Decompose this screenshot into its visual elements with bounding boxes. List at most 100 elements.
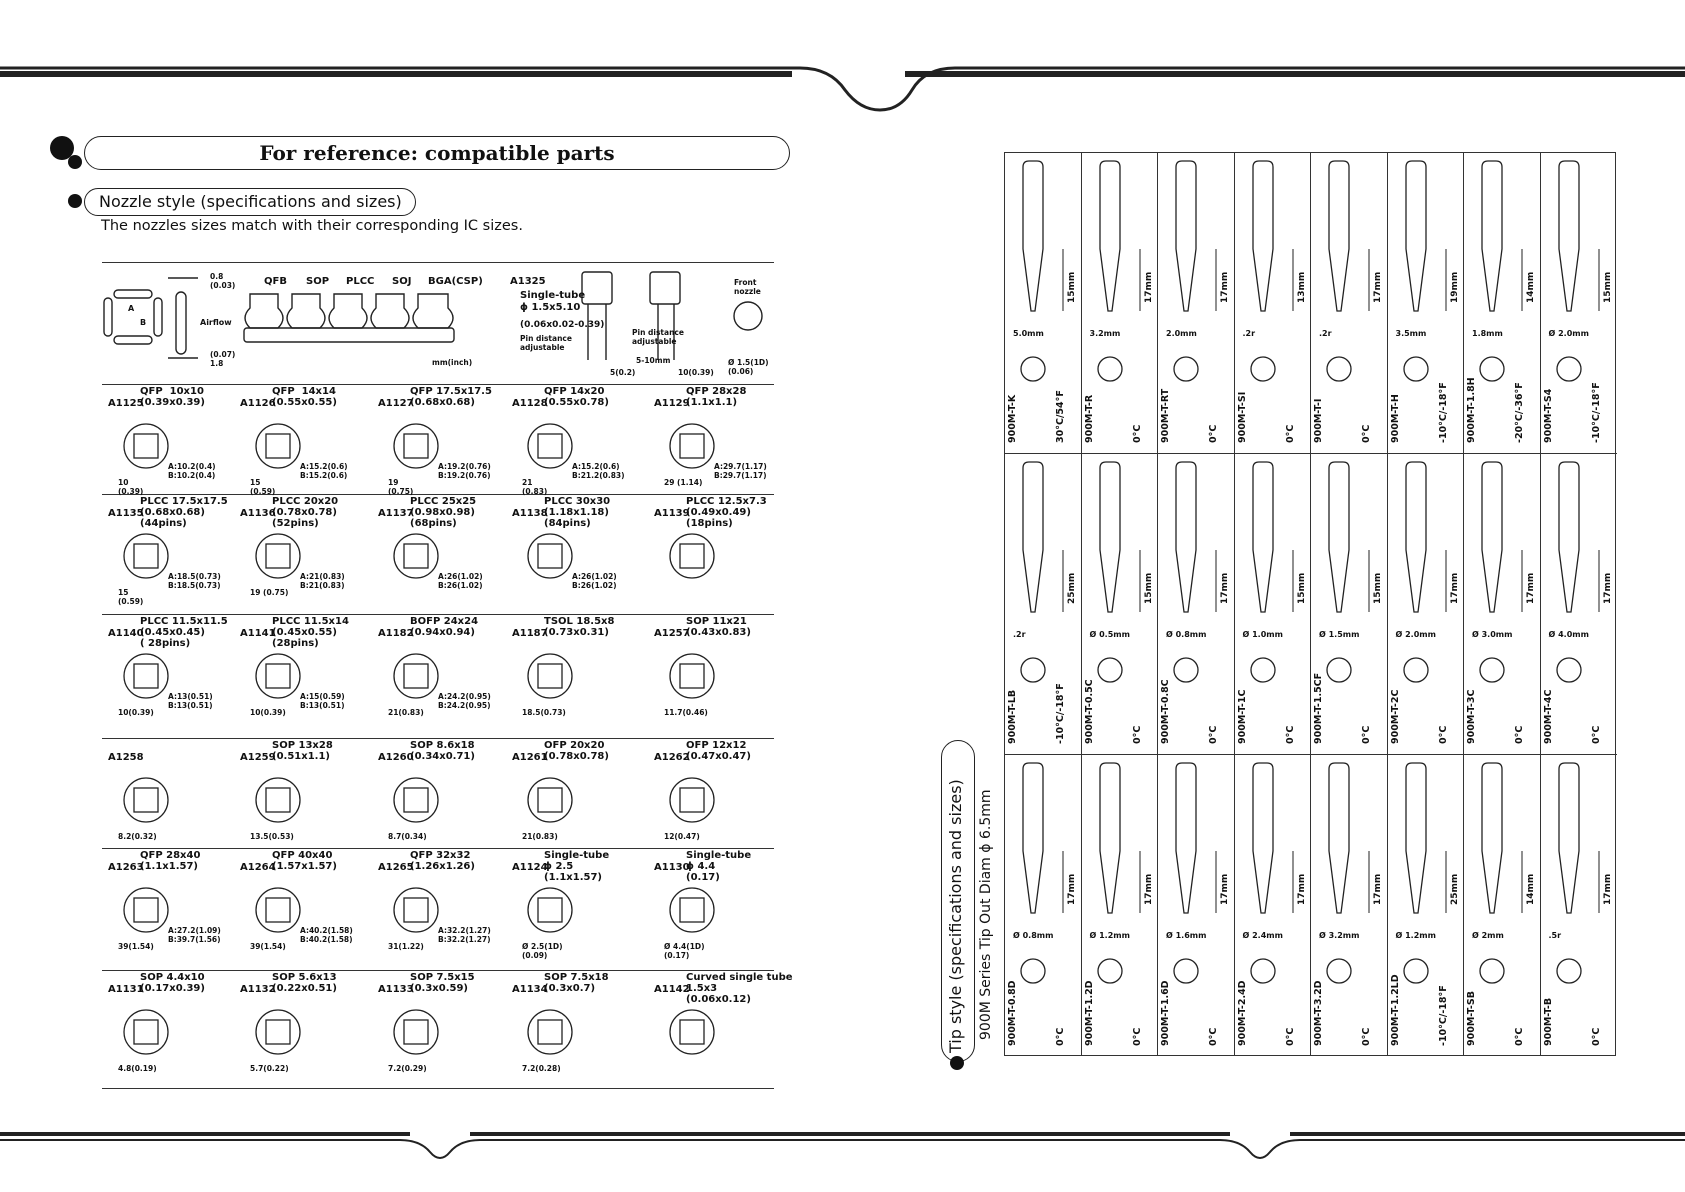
nozzle-spec: SOP 5.6x13 (0.22x0.51) [272,972,337,994]
nozzle-width: 39(1.54) [250,942,286,951]
nozzle-width: 12(0.47) [664,832,700,841]
nozzle-outline [669,887,715,933]
tip-diameter: 5.0mm [1013,329,1044,338]
nozzle-code: A1124 [512,862,548,873]
unit-label: mm(inch) [432,358,473,367]
nozzle-dims: A:40.2(1.58) B:40.2(1.58) [300,926,353,944]
tip-temperature: -20°C/-36°F [1514,382,1525,443]
nozzle-dims: A:10.2(0.4) B:10.2(0.4) [168,462,216,480]
nozzle-outline [255,653,301,699]
nozzle-outline [669,777,715,823]
nozzle-opening [265,433,291,459]
nozzle-outline [393,653,439,699]
tip-length: 14mm [1526,873,1536,905]
nozzle-opening [265,897,291,923]
nozzle-drawing [669,423,715,469]
front-nozzle: Front nozzle [734,278,761,296]
nozzle-outline [123,533,169,579]
tip-diameter: Ø 1.0mm [1242,630,1283,639]
table-rule [102,738,774,739]
nozzle-width: 7.2(0.28) [522,1064,561,1073]
tip-length: 17mm [1526,572,1536,604]
tip-outline [1481,762,1503,914]
tip-diameter: 2.0mm [1166,329,1197,338]
tip-drawing [1096,762,1140,984]
tip-diameter: Ø 1.2mm [1089,931,1130,940]
nozzle-code: A1129 [654,398,690,409]
tip-drawing [1555,461,1599,683]
nozzle-width: 13.5(0.53) [250,832,294,841]
tip-outline [1557,160,1580,312]
nozzle-width: 21 (0.83) [522,478,548,496]
tip-outline [1251,762,1274,914]
tip-drawing [1096,160,1140,382]
nozzle-opening [537,897,563,923]
tip-temperature: 0°C [1131,424,1143,443]
nozzle-dims: A:19.2(0.76) B:19.2(0.76) [438,462,491,480]
tip-length: 15mm [1143,572,1154,604]
tip-drawing [1479,762,1523,984]
tip-end-view [1020,657,1046,683]
bottom-band [0,1126,1685,1192]
nozzle-dims: A:29.7(1.17) B:29.7(1.17) [714,462,767,480]
tip-diameter: Ø 3.2mm [1319,931,1360,940]
tip-outline [1022,762,1044,914]
tip-temperature: 0°C [1284,424,1296,443]
tip-section-dot [950,1056,964,1070]
nozzle-width: 10 (0.39) [118,478,144,496]
nozzle-outline [255,1009,301,1055]
nozzle-spec: QFP 40x40 (1.57x1.57) [272,850,337,872]
tip-length: 17mm [1220,873,1230,905]
nozzle-opening [679,787,705,813]
tip-length: 15mm [1296,572,1307,604]
tip-outline [1098,461,1121,613]
nozzle-code: A1141 [240,628,276,639]
tip-name: 900M-T-2C [1389,689,1401,744]
tip-name: 900M-T-1.6D [1160,980,1171,1046]
nozzle-opening [679,543,705,569]
nozzle-outline [255,423,301,469]
tip-drawing [1326,461,1370,683]
tip-length: 17mm [1143,873,1154,905]
tip-end-view [1249,657,1276,683]
nozzle-code: A1130 [654,862,690,873]
tip-length: 15mm [1373,572,1383,604]
a1325-w2: 10(0.39) [678,368,714,377]
table-rule [102,262,774,263]
top-band [0,60,1685,120]
tip-drawing [1402,762,1446,984]
nozzle-opening [403,787,429,813]
nozzle-dims: A:32.2(1.27) B:32.2(1.27) [438,926,491,944]
tip-name: 900M-T-4C [1542,689,1554,744]
nozzle-spec: SOP 13x28 (0.51x1.1) [272,740,333,762]
a1325-code: A1325 [510,276,546,287]
nozzle-drawing [255,887,301,933]
nozzle-dims: A:26(1.02) B:26(1.02) [572,572,617,590]
a1325-spec: Single-tube ϕ 1.5x5.10 [520,290,586,313]
tip-end-view [1479,657,1505,683]
tip-diameter: Ø 1.6mm [1166,931,1207,940]
nozzle-drawing [123,533,169,579]
tip-section-subtitle: 900M Series Tip Out Diam ϕ 6.5mm [978,789,994,1041]
nozzle-opening [679,1019,705,1045]
nozzle-dims: A:13(0.51) B:13(0.51) [168,692,213,710]
tip-length: 14mm [1526,271,1536,303]
nozzle-drawing [527,533,573,579]
nozzle-opening [265,543,291,569]
tip-temperature: 30°C/54°F [1055,390,1066,443]
nozzle-drawing [393,887,439,933]
